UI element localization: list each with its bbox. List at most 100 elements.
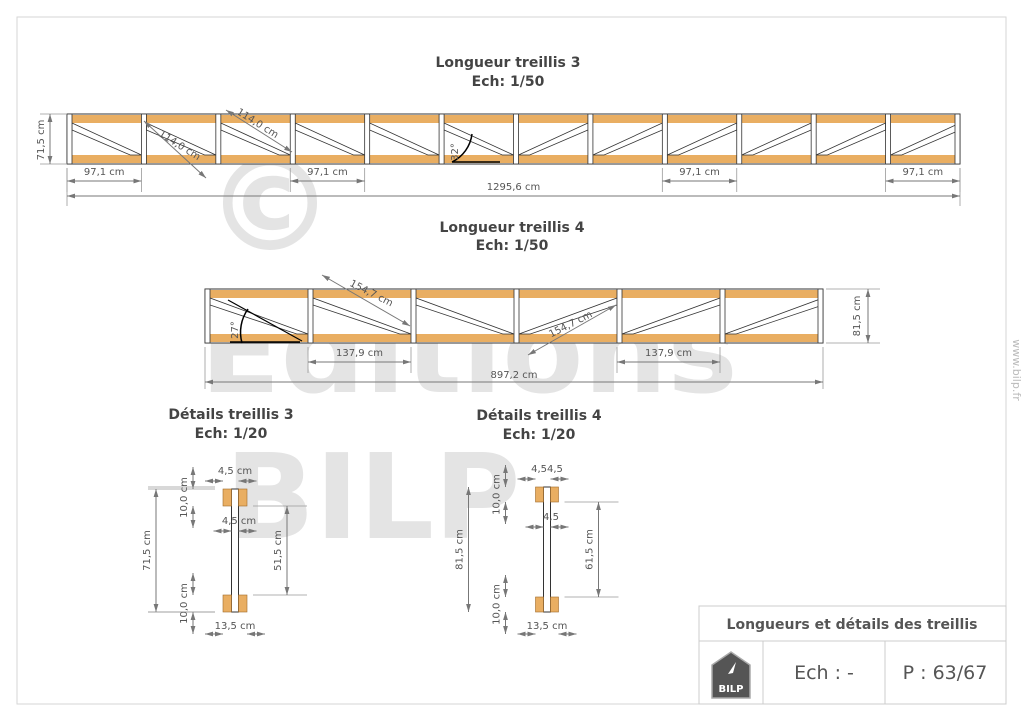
- detail3-chord-top-label: 10,0 cm: [179, 477, 190, 518]
- truss4-top-chord: [210, 290, 308, 298]
- truss4-diag1-line: [321, 274, 411, 327]
- truss4-bottom-chord: [622, 334, 720, 342]
- truss4-height-label: 81,5 cm: [852, 296, 863, 337]
- detail4-scale: Ech: 1/20: [503, 427, 576, 443]
- truss3-bottom-chord: [667, 155, 737, 163]
- detail4-chord: [535, 486, 544, 503]
- truss3-panel4-label: 97,1 cm: [902, 167, 943, 178]
- svg-text:BILP: BILP: [225, 428, 521, 566]
- truss3-top-chord: [890, 115, 960, 123]
- truss4-bottom-chord: [210, 334, 308, 342]
- truss3-top-chord: [816, 115, 886, 123]
- truss3-total-label: 1295,6 cm: [487, 182, 540, 193]
- detail3-chord: [238, 594, 248, 613]
- truss3-scale: Ech: 1/50: [472, 74, 545, 90]
- truss3-top-chord: [72, 115, 142, 123]
- truss4-post: [817, 288, 824, 344]
- truss3-post: [885, 113, 891, 165]
- detail3-total-h-label: 71,5 cm: [142, 530, 153, 571]
- truss4-bottom-chord: [519, 334, 617, 342]
- truss4-post: [204, 288, 211, 344]
- truss3-panel3-label: 97,1 cm: [679, 167, 720, 178]
- truss3-height-label: 71,5 cm: [36, 120, 47, 161]
- detail4-chord: [550, 596, 559, 613]
- truss4-total-label: 897,2 cm: [490, 370, 537, 381]
- detail4-total-h-label: 81,5 cm: [455, 529, 466, 570]
- truss3-post: [513, 113, 519, 165]
- detail4-chord: [550, 486, 559, 503]
- truss3-drawing: 71,5 cm 97,1 cm 97,1 cm 97,1 cm 97,1 cm 1295,…: [36, 107, 961, 206]
- detail3-web-width-label: 4,5 cm: [222, 516, 256, 527]
- truss3-bottom-chord: [220, 155, 291, 163]
- detail3-total-width-label: 13,5 cm: [215, 621, 256, 632]
- truss3-top-chord: [518, 115, 588, 123]
- titleblock-scale: Ech : -: [794, 662, 854, 684]
- detail3-chord: [238, 488, 248, 507]
- truss4-panel2-label: 137,9 cm: [645, 348, 692, 359]
- detail3-scale: Ech: 1/20: [195, 426, 268, 442]
- truss3-bottom-chord: [741, 155, 812, 163]
- truss3-bottom-chord: [592, 155, 663, 163]
- truss3-bottom-chord: [518, 155, 588, 163]
- detail4-top-width-label: 4,54,5: [531, 464, 563, 475]
- svg-text:BILP: BILP: [718, 684, 743, 695]
- truss3-top-chord: [667, 115, 737, 123]
- truss3-post: [66, 113, 73, 165]
- truss3-post: [438, 113, 445, 165]
- bilp-logo: BILP: [711, 651, 751, 699]
- page-number: P : 63/67: [903, 662, 988, 684]
- sheet-border: [16, 16, 1007, 705]
- truss4-bottom-chord: [416, 334, 514, 342]
- titleblock-title: Longueurs et détails des treillis: [727, 617, 978, 633]
- detail4-inner-h-label: 61,5 cm: [585, 529, 596, 570]
- truss4-bottom-chord: [725, 334, 823, 342]
- truss3-panel1-label: 97,1 cm: [84, 167, 125, 178]
- truss3-top-chord: [592, 115, 663, 123]
- title-block: Longueurs et détails des treillis BILP E…: [698, 605, 1007, 705]
- truss4-post: [719, 288, 726, 344]
- truss3-top-chord: [295, 115, 365, 123]
- truss4-top-chord: [416, 290, 514, 298]
- truss4-angle-label: 27°: [230, 321, 241, 339]
- truss3-bottom-chord: [816, 155, 886, 163]
- detail4-web-width-label: 4,5: [543, 512, 559, 523]
- truss3-bottom-chord: [369, 155, 440, 163]
- truss3-top-chord: [369, 115, 440, 123]
- truss3-post: [289, 113, 296, 165]
- detail3-chord: [222, 594, 232, 613]
- truss3-diag1-line: [143, 120, 207, 179]
- truss3-post: [954, 113, 961, 165]
- detail3-web: [231, 488, 239, 613]
- detail4-chord-bot-label: 10,0 cm: [492, 584, 503, 625]
- truss3-bottom-chord: [146, 155, 216, 163]
- truss3-post: [736, 113, 743, 165]
- truss3-angle-label: 32°: [450, 143, 461, 161]
- detail3-chord-bot-label: 10,0 cm: [179, 583, 190, 624]
- truss4-post: [307, 288, 314, 344]
- detail3-top-width-label: 4,5 cm: [218, 466, 252, 477]
- truss4-post: [513, 288, 520, 344]
- truss3-bottom-chord: [72, 155, 142, 163]
- truss3-bottom-chord: [295, 155, 365, 163]
- truss3-post: [215, 113, 222, 165]
- truss4-panel1-label: 137,9 cm: [336, 348, 383, 359]
- truss3-post: [810, 113, 817, 165]
- truss3-title: Longueur treillis 3: [436, 55, 581, 71]
- truss4-post: [616, 288, 623, 344]
- truss3-top-chord: [444, 115, 514, 123]
- truss3-top-chord: [146, 115, 216, 123]
- truss3-panel2-label: 97,1 cm: [307, 167, 348, 178]
- truss4-bottom-chord: [313, 334, 411, 342]
- website-text: www.bilp.fr: [1010, 339, 1023, 401]
- detail3-inner-h-label: 51,5 cm: [273, 530, 284, 571]
- truss3-diag2-line: [225, 109, 293, 153]
- truss3-post: [587, 113, 594, 165]
- watermark: © Editions BILP www.bilp.fr: [200, 129, 1023, 566]
- detail4-total-width-label: 13,5 cm: [527, 621, 568, 632]
- truss4-top-chord: [622, 290, 720, 298]
- truss4-diag2-line: [527, 304, 617, 356]
- truss3-bottom-chord: [890, 155, 960, 163]
